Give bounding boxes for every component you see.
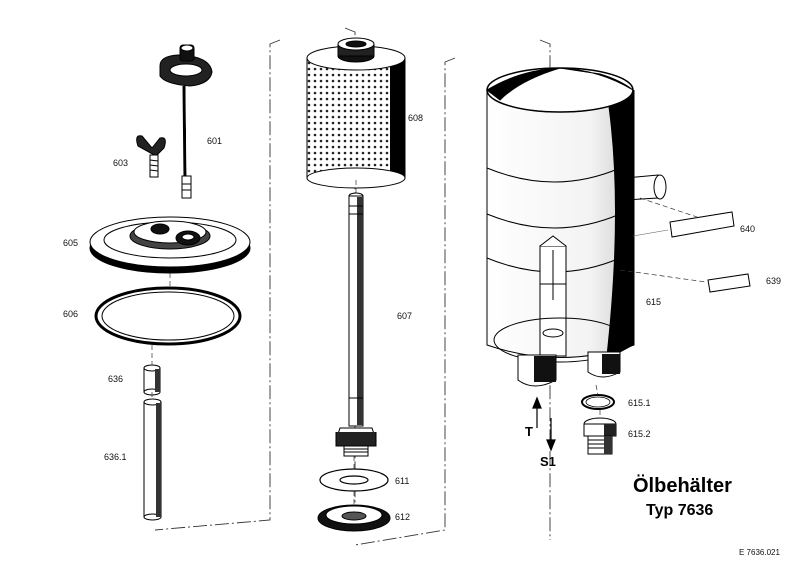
label-608: 608 (408, 113, 424, 123)
label-639: 639 (766, 276, 782, 286)
washer-611 (319, 468, 389, 492)
plate-640 (669, 211, 735, 238)
label-605: 605 (63, 238, 79, 248)
label-615-2: 615.2 (628, 429, 651, 439)
label-601: 601 (207, 136, 223, 146)
label-611: 611 (395, 476, 410, 486)
label-606: 606 (63, 309, 79, 319)
label-640: 640 (740, 224, 756, 234)
fitting-615-2 (583, 417, 617, 455)
label-615: 615 (646, 297, 662, 307)
drawing-number: E 7636.021 (739, 548, 780, 557)
cover-605 (89, 216, 251, 274)
diagram-subtitle: Typ 7636 (646, 502, 714, 519)
label-615-1: 615.1 (628, 398, 651, 408)
label-607: 607 (397, 311, 413, 321)
sleeve-636 (143, 364, 161, 396)
tube-636-1 (143, 398, 162, 521)
label-603: 603 (113, 158, 129, 168)
label-636-1: 636.1 (104, 452, 127, 462)
cup-washer-612 (317, 504, 391, 532)
seal-ring-606 (94, 286, 242, 346)
flow-outlet-label: S1 (540, 454, 556, 469)
flow-inlet-label: T (525, 424, 533, 439)
dipstick-601 (159, 44, 213, 199)
tie-rod-607 (335, 192, 377, 457)
leader-lines (632, 229, 669, 237)
wing-screw-603 (136, 135, 166, 178)
flow-arrows (532, 396, 556, 452)
filter-element-608 (306, 37, 406, 189)
plate-639 (707, 273, 751, 293)
o-ring-615-1 (581, 394, 615, 410)
tank-615 (486, 67, 667, 387)
assembly-dash-lines (151, 180, 707, 504)
label-612: 612 (395, 512, 411, 522)
diagram-title: Ölbehälter (633, 475, 732, 497)
label-636: 636 (108, 374, 124, 384)
